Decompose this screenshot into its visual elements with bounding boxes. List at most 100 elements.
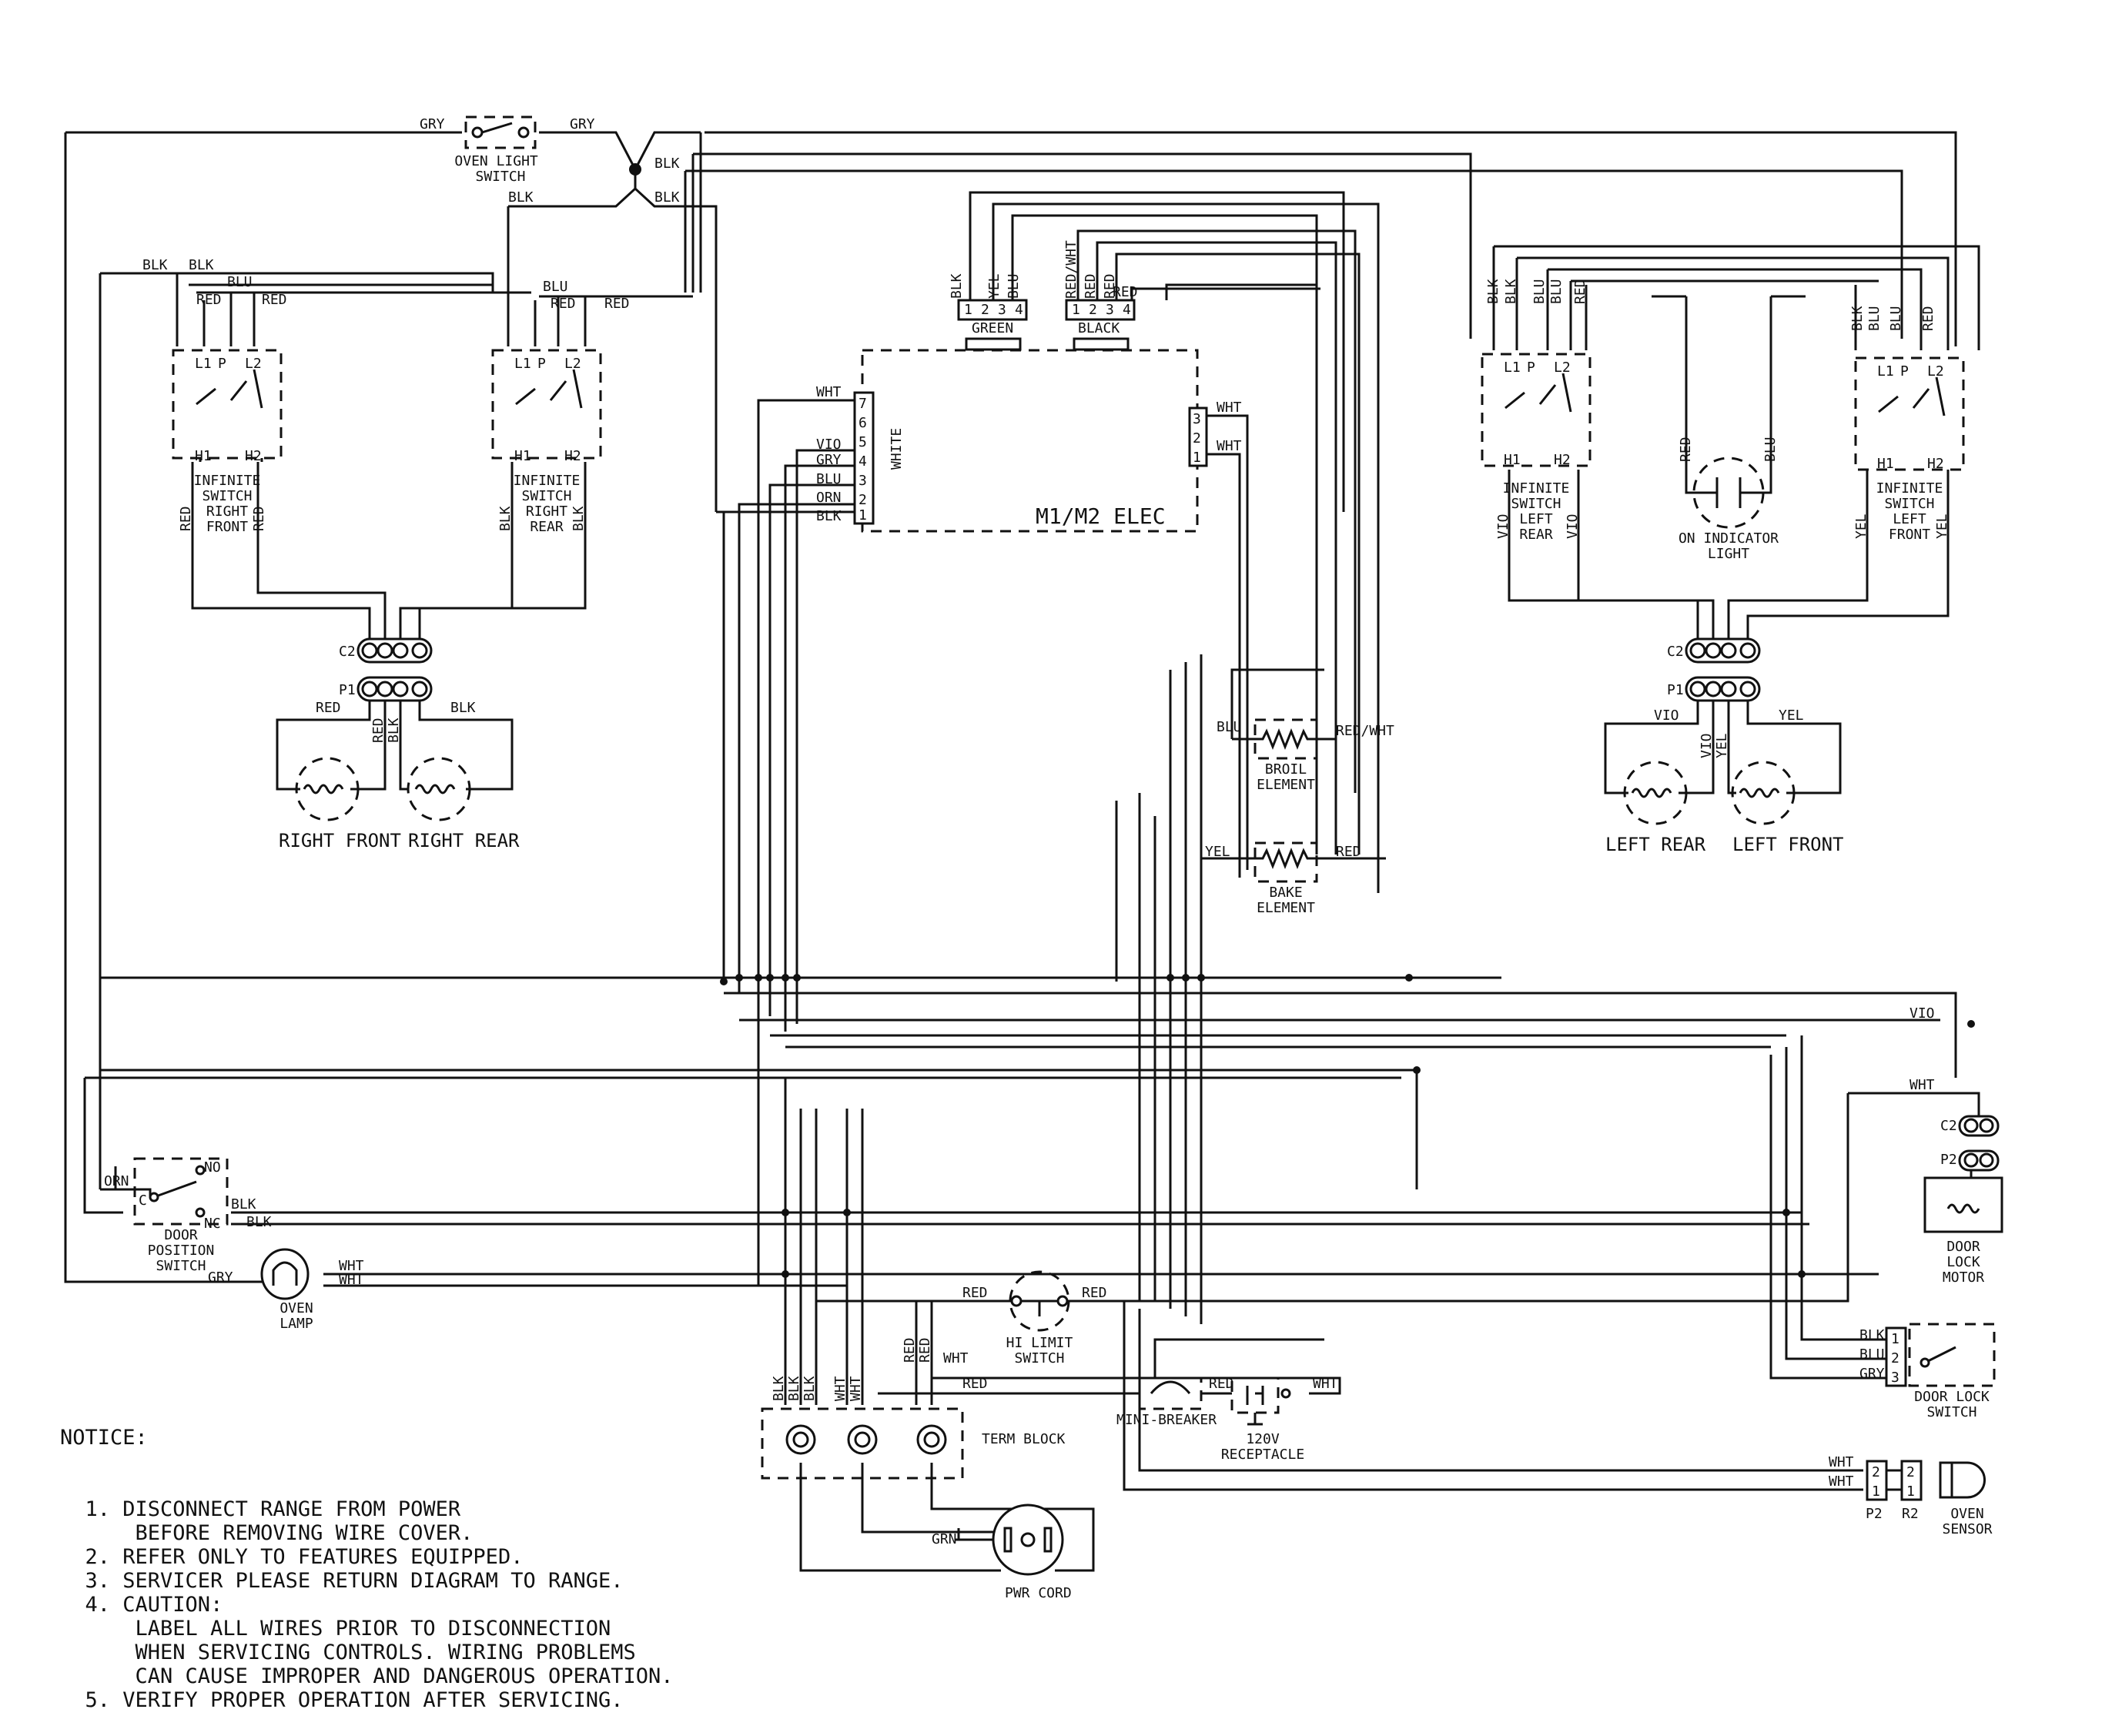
svg-text:P2: P2 — [1940, 1152, 1957, 1168]
svg-text:3: 3 — [1193, 411, 1201, 427]
svg-text:VIO: VIO — [1699, 733, 1715, 758]
wire-color-labels: GRY GRY BLK BLK BLK BLK BLK BLU RED RED … — [104, 116, 1950, 1490]
svg-text:BLK: BLK — [450, 700, 476, 716]
burner-connector-right: C2 P1 — [339, 637, 433, 702]
power-cord-plug: GRN PWR CORD — [932, 1504, 1072, 1601]
notice-item-line: 3. SERVICER PLEASE RETURN DIAGRAM TO RAN… — [60, 1569, 624, 1593]
svg-text:3: 3 — [1106, 302, 1114, 318]
svg-text:BLK: BLK — [654, 156, 680, 172]
svg-text:RED: RED — [1572, 279, 1588, 304]
svg-text:BLK: BLK — [571, 506, 587, 531]
term-block: TERM BLOCK — [761, 1407, 1066, 1480]
svg-text:RED: RED — [902, 1337, 918, 1363]
svg-text:BLK: BLK — [386, 717, 402, 743]
svg-text:BLK: BLK — [802, 1376, 818, 1401]
svg-text:6: 6 — [859, 415, 867, 431]
svg-text:RED/WHT: RED/WHT — [1063, 240, 1079, 299]
svg-text:H2: H2 — [1554, 452, 1571, 468]
svg-text:2: 2 — [1872, 1464, 1880, 1480]
svg-text:WHT: WHT — [943, 1350, 969, 1366]
svg-text:WHT: WHT — [1910, 1077, 1935, 1093]
svg-text:C2: C2 — [1667, 644, 1684, 660]
notice-items: 1. DISCONNECT RANGE FROM POWER BEFORE RE… — [60, 1497, 861, 1712]
svg-text:L1: L1 — [1504, 360, 1521, 376]
svg-text:H2: H2 — [564, 448, 581, 464]
svg-text:RED: RED — [1102, 273, 1118, 299]
svg-text:YEL: YEL — [1853, 513, 1869, 539]
svg-text:5: 5 — [859, 434, 867, 450]
svg-text:VIO: VIO — [1910, 1005, 1935, 1022]
svg-text:3: 3 — [859, 473, 867, 489]
svg-text:LEFT REAR: LEFT REAR — [1605, 834, 1706, 855]
svg-text:RED: RED — [178, 506, 194, 531]
switch-terminal-labels: L1 P L2 H1 H2 L1 P L2 H1 H2 L1 P L2 H1 H… — [195, 356, 1944, 472]
svg-text:H1: H1 — [195, 448, 212, 464]
svg-text:RED/WHT: RED/WHT — [1336, 723, 1394, 739]
svg-text:BLK: BLK — [246, 1214, 272, 1230]
svg-text:4: 4 — [1015, 302, 1023, 318]
svg-text:VIO: VIO — [1654, 707, 1679, 724]
svg-text:2: 2 — [1089, 302, 1097, 318]
svg-text:BLU: BLU — [1531, 279, 1548, 304]
svg-text:2: 2 — [981, 302, 989, 318]
svg-text:GRY: GRY — [420, 116, 445, 132]
notice-item-line: WHEN SERVICING CONTROLS. WIRING PROBLEMS — [60, 1641, 636, 1664]
infinite-switch-left-rear — [1481, 353, 1592, 467]
svg-text:RED: RED — [962, 1376, 988, 1392]
svg-text:WHT: WHT — [1829, 1454, 1854, 1470]
svg-text:NC: NC — [204, 1216, 221, 1232]
svg-text:RED: RED — [1082, 1285, 1107, 1301]
svg-text:BLK: BLK — [1485, 279, 1501, 304]
svg-text:BLU: BLU — [1217, 719, 1242, 735]
svg-text:VIO: VIO — [1495, 513, 1511, 539]
svg-text:P1: P1 — [339, 682, 356, 698]
svg-text:BLK: BLK — [142, 257, 168, 273]
svg-text:WHT: WHT — [1217, 400, 1242, 416]
oven-light-switch: OVEN LIGHT SWITCH — [454, 115, 546, 185]
svg-text:1: 1 — [964, 302, 972, 318]
svg-text:MINI-BREAKER: MINI-BREAKER — [1116, 1412, 1217, 1428]
svg-text:BLU: BLU — [816, 471, 842, 487]
svg-text:RED: RED — [1083, 273, 1099, 299]
wiring-diagram: OVEN LIGHT SWITCH L1 P L2 H1 H2 L1 P L2 … — [64, 115, 2003, 1601]
svg-text:LEFT FRONT: LEFT FRONT — [1732, 834, 1844, 855]
svg-text:P: P — [1900, 363, 1909, 380]
svg-text:NO: NO — [204, 1159, 221, 1176]
svg-text:4: 4 — [1123, 302, 1131, 318]
infinite-switch-right-front — [172, 349, 283, 462]
svg-text:C2: C2 — [339, 644, 356, 660]
svg-text:H1: H1 — [1877, 456, 1894, 472]
svg-text:2: 2 — [859, 492, 867, 508]
svg-text:P: P — [218, 356, 226, 372]
svg-text:BLK: BLK — [497, 506, 514, 531]
svg-text:YEL: YEL — [1934, 513, 1950, 539]
svg-text:YEL: YEL — [1779, 707, 1804, 724]
svg-text:RED: RED — [251, 506, 267, 531]
svg-text:1: 1 — [1193, 450, 1201, 466]
svg-text:VIO: VIO — [1565, 513, 1581, 539]
notice-item-line: 2. REFER ONLY TO FEATURES EQUIPPED. — [60, 1545, 524, 1569]
svg-text:BLK: BLK — [654, 189, 680, 206]
svg-text:L1: L1 — [1877, 363, 1894, 380]
controller-m1-m2-elec: M1/M2 ELEC 1 2 3 4 GREEN 1 2 3 4 BLACK 7… — [853, 299, 1208, 533]
svg-text:BLK: BLK — [189, 257, 214, 273]
svg-text:1: 1 — [1872, 1483, 1880, 1500]
oven-light-switch-label: OVEN LIGHT SWITCH — [454, 153, 546, 185]
notice-item-line: BEFORE REMOVING WIRE COVER. — [60, 1521, 474, 1545]
svg-text:L1: L1 — [195, 356, 212, 372]
svg-text:GRN: GRN — [932, 1531, 957, 1547]
